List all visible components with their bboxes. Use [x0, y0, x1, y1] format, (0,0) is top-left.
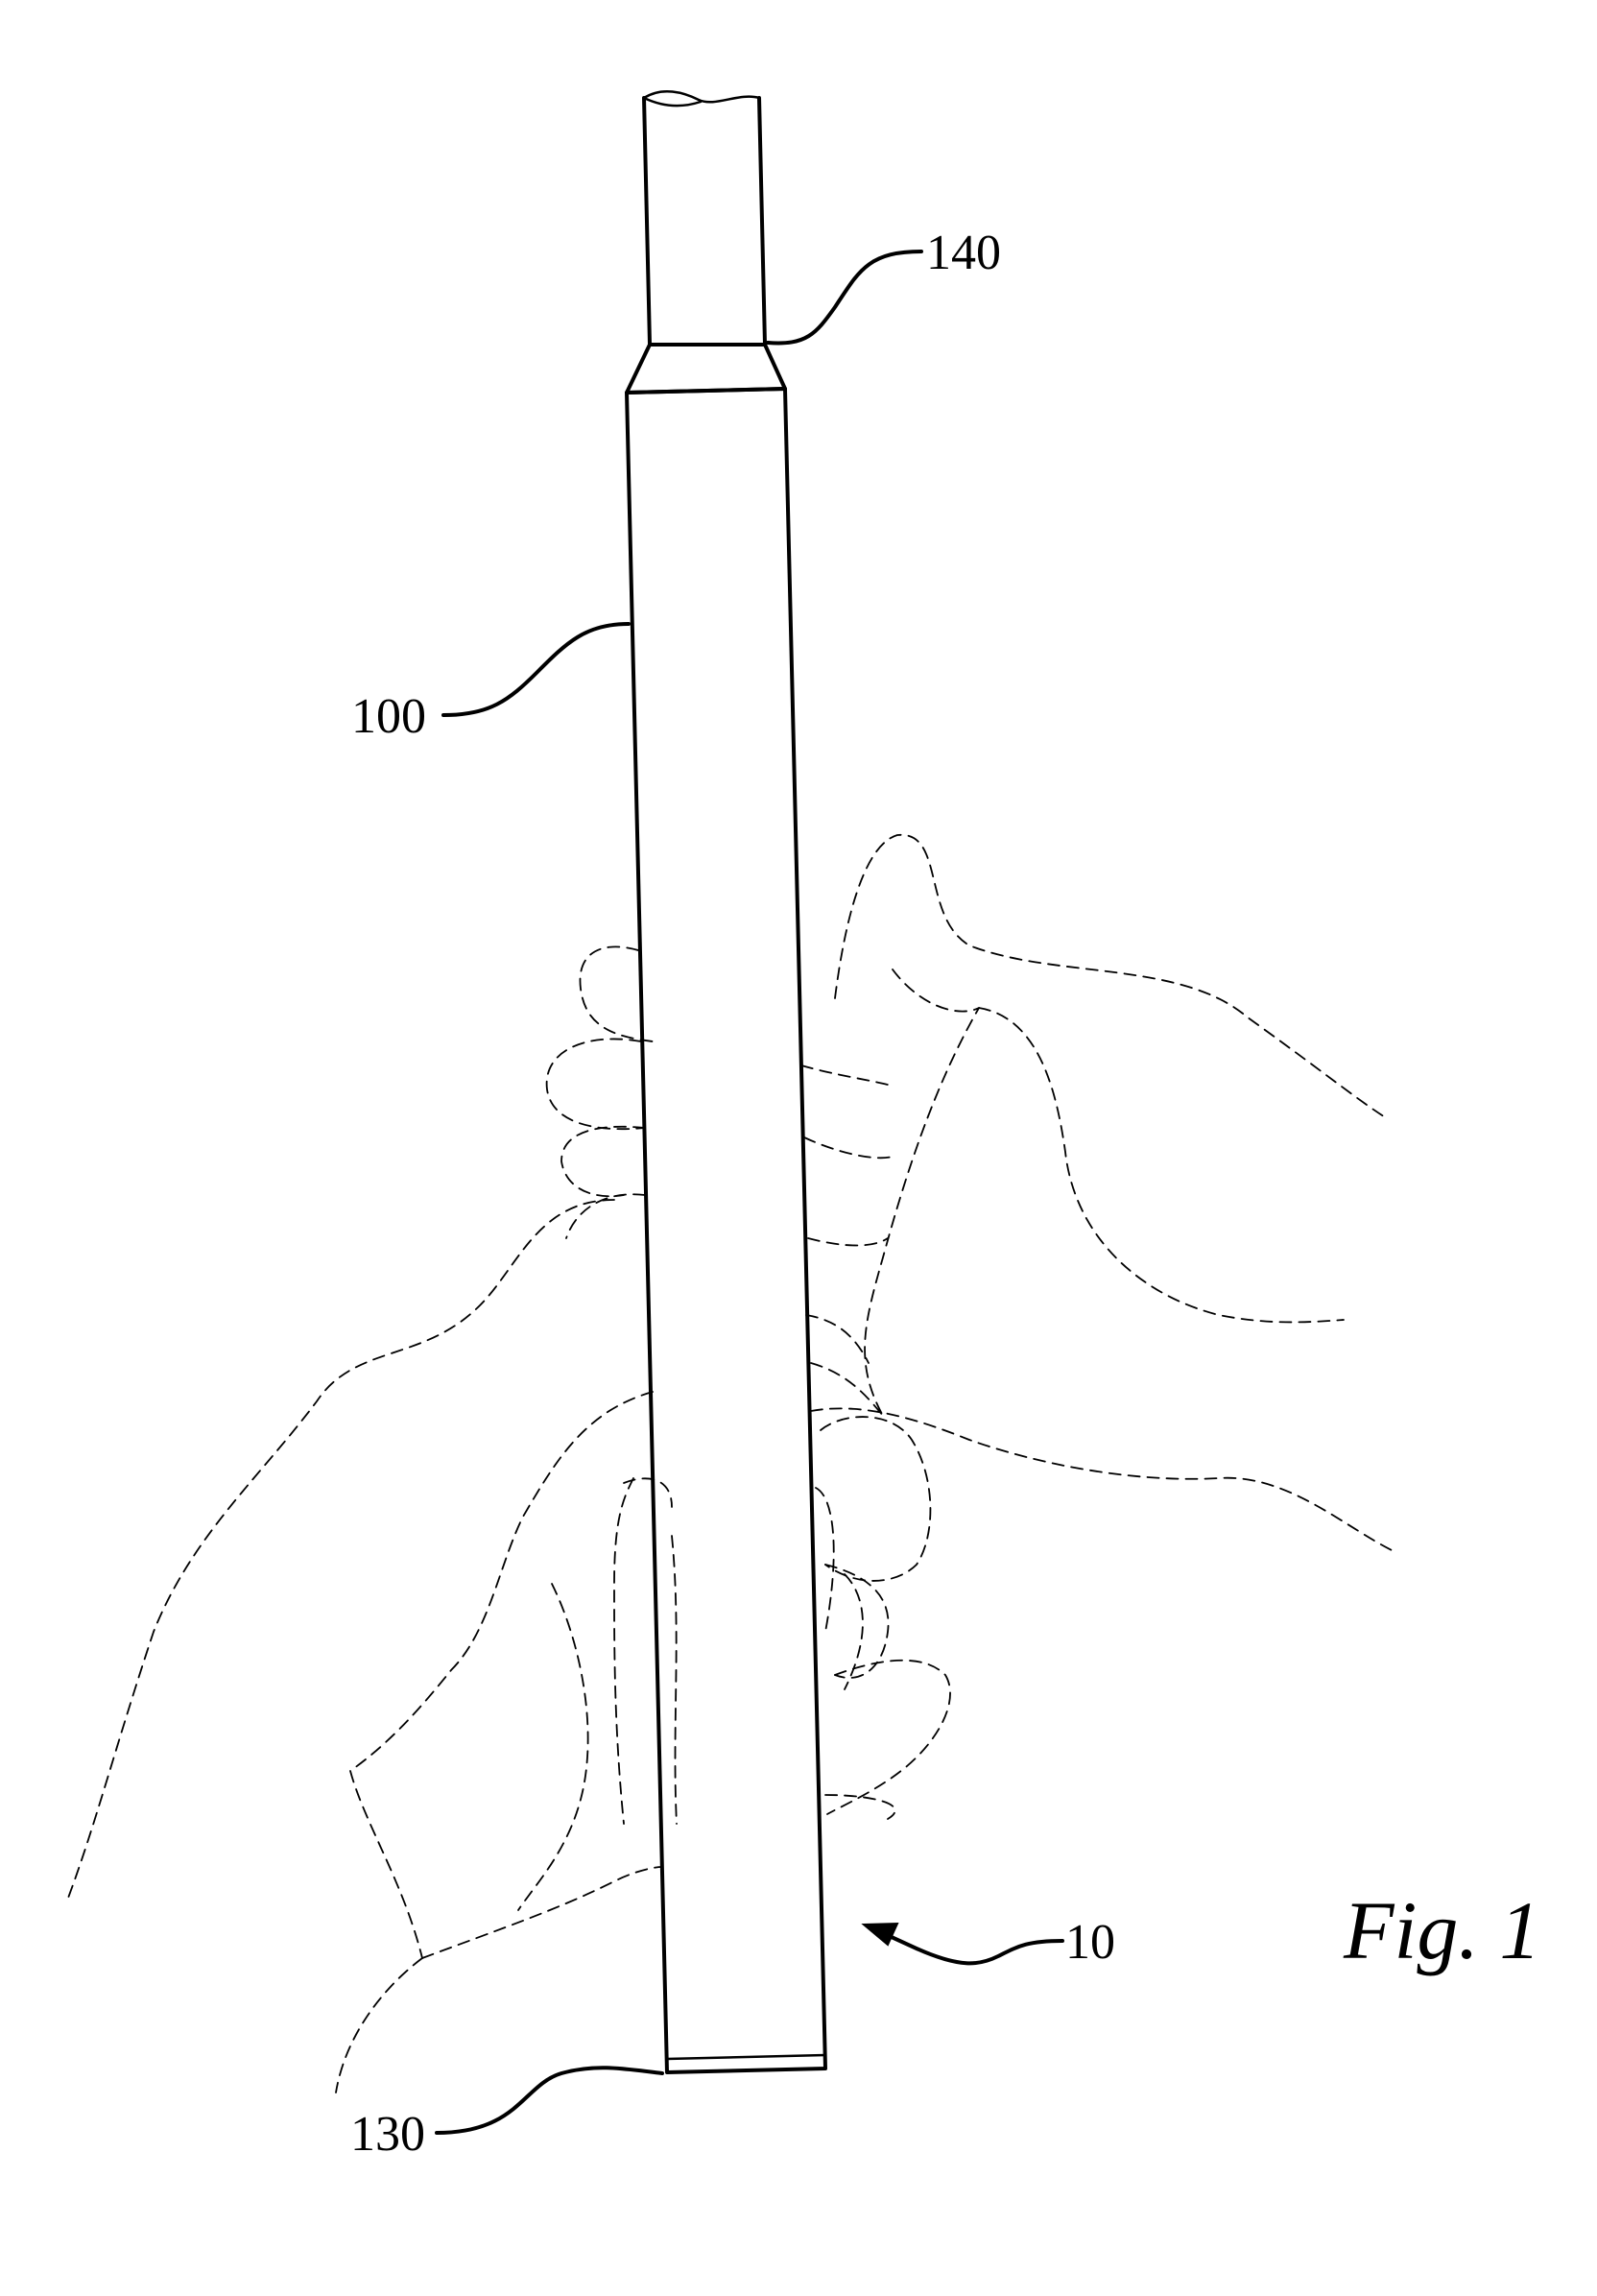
label-10: 10 — [1065, 1915, 1115, 1970]
leader-140 — [768, 251, 921, 343]
upper-shaft — [644, 91, 765, 345]
label-100: 100 — [351, 689, 426, 744]
leader-lines — [437, 251, 1062, 2133]
leader-130 — [437, 2068, 662, 2133]
figure-label: Fig. 1 — [1343, 1884, 1540, 1976]
hand-outline — [67, 835, 1392, 2093]
leader-100 — [443, 624, 629, 715]
top-collar — [627, 345, 785, 393]
device-body — [627, 389, 825, 2072]
label-140: 140 — [926, 226, 1001, 280]
leader-10 — [870, 1927, 1062, 1963]
arrowhead-10 — [864, 1924, 897, 1945]
label-130: 130 — [350, 2107, 425, 2162]
